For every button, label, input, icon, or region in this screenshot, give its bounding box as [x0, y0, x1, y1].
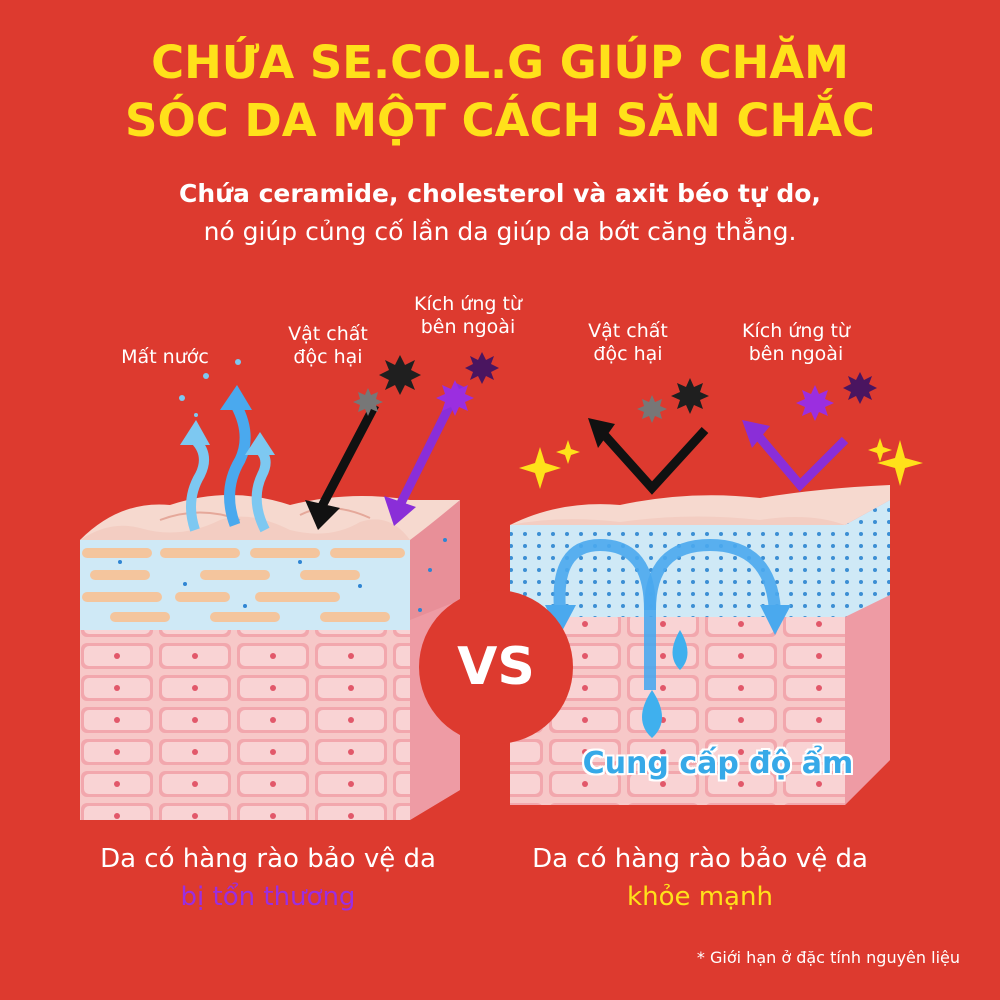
damaged-skin-block: [80, 495, 460, 820]
label-harmful-left-1: Vật chất: [288, 323, 368, 345]
subtitle-line-1: Chứa ceramide, cholesterol và axit béo t…: [179, 179, 821, 208]
moisture-label: Cung cấp độ ẩm: [582, 746, 854, 781]
water-loss-arrows: [179, 359, 275, 533]
caption-healthy-line-2: khỏe mạnh: [627, 882, 773, 912]
label-harmful-right-1: Vật chất: [588, 320, 668, 342]
particles-left: [353, 352, 499, 416]
label-harmful-right-2: độc hại: [593, 343, 663, 365]
vs-badge: VS: [419, 590, 573, 744]
title-line-2: SÓC DA MỘT CÁCH SĂN CHẮC: [125, 94, 875, 147]
subtitle-line-2: nó giúp củng cố lần da giúp da bớt căng …: [203, 217, 797, 246]
label-water-loss: Mất nước: [121, 346, 209, 368]
label-irritation-right-2: bên ngoài: [748, 343, 844, 365]
label-irritation-right: Kích ứng từ bên ngoài: [726, 320, 866, 366]
label-irritation-left-2: bên ngoài: [420, 316, 516, 338]
moisture-circulation-arrows: [545, 538, 791, 738]
label-irritation-left-1: Kích ứng từ: [414, 293, 522, 315]
title-line-1: CHỨA SE.COL.G GIÚP CHĂM: [151, 36, 849, 89]
label-harmful-right: Vật chất độc hại: [568, 320, 688, 366]
footnote: * Giới hạn ở đặc tính nguyên liệu: [696, 948, 960, 967]
label-harmful-left-2: độc hại: [293, 346, 363, 368]
label-irritation-right-1: Kích ứng từ: [742, 320, 850, 342]
caption-damaged: Da có hàng rào bảo vệ da bị tổn thương: [48, 840, 488, 916]
caption-damaged-line-2: bị tổn thương: [180, 882, 356, 912]
particles-right: [637, 372, 877, 423]
label-harmful-left: Vật chất độc hại: [268, 323, 388, 369]
caption-damaged-line-1: Da có hàng rào bảo vệ da: [100, 844, 436, 874]
caption-healthy-line-1: Da có hàng rào bảo vệ da: [532, 844, 868, 874]
sparkle-icons: [519, 438, 923, 489]
caption-healthy: Da có hàng rào bảo vệ da khỏe mạnh: [480, 840, 920, 916]
label-irritation-left: Kích ứng từ bên ngoài: [398, 293, 538, 339]
bounce-off-arrows: [588, 418, 849, 495]
